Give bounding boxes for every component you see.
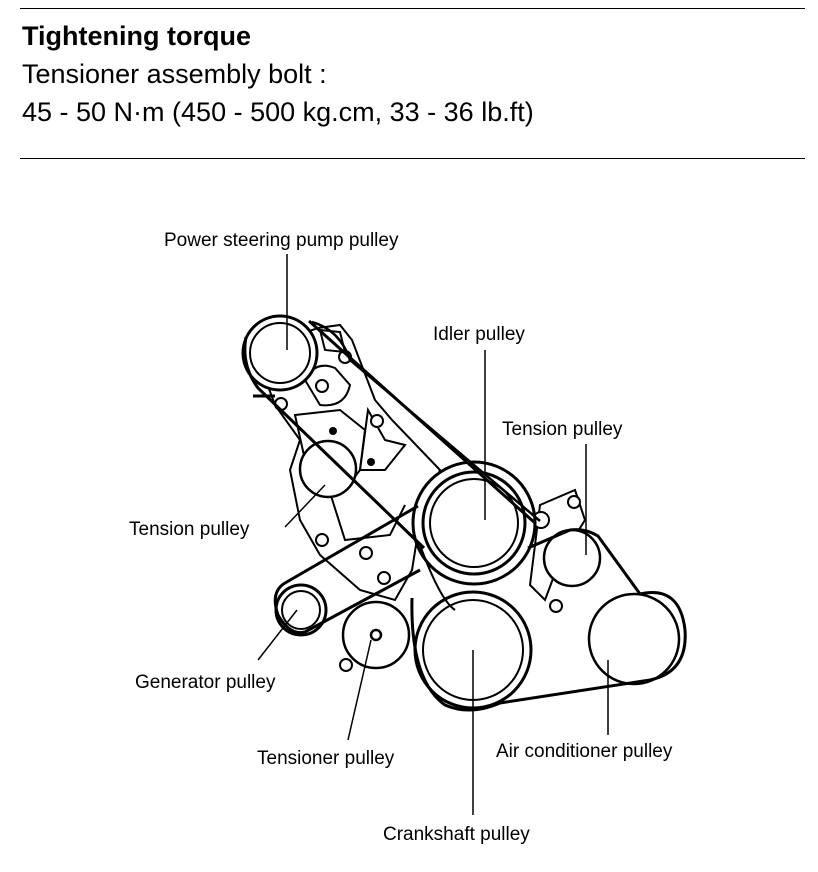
idler-pulley-label: Idler pulley: [433, 324, 525, 345]
serpentine-belt: [273, 504, 687, 712]
bolt: [339, 658, 353, 672]
bolt: [377, 571, 391, 585]
power-steering-pump-pulley-label: Power steering pump pulley: [164, 230, 399, 251]
crankshaft-pulley-label: Crankshaft pulley: [383, 824, 530, 845]
belts: [243, 319, 687, 712]
tension-pulley-left: [298, 439, 358, 499]
spec-torque-value: 45 - 50 N·m (450 - 500 kg.cm, 33 - 36 lb…: [22, 97, 534, 127]
spec-bolt-label: Tensioner assembly bolt :: [22, 59, 327, 89]
tension-pulley-right-label: Tension pulley: [502, 419, 623, 440]
bottom-rule: [20, 158, 805, 159]
tension-pulley-left-label: Tension pulley: [129, 519, 250, 540]
bolt: [359, 546, 373, 560]
bolt: [549, 599, 563, 613]
spec-title: Tightening torque: [22, 21, 251, 51]
pulleys: [241, 314, 681, 710]
bolt: [370, 414, 384, 428]
air-conditioner-pulley-label: Air conditioner pulley: [496, 741, 673, 762]
tensioner-pulley-label: Tensioner pulley: [257, 748, 395, 769]
bolt: [315, 379, 329, 393]
bolt: [315, 533, 329, 547]
air-conditioner-pulley: [587, 592, 681, 686]
leader-lines: [257, 254, 609, 815]
top-rule: [20, 8, 805, 9]
black-dots: [329, 427, 375, 466]
bolt: [567, 495, 581, 509]
torque-spec-box: Tightening torque Tensioner assembly bol…: [20, 8, 805, 159]
generator-pulley-label: Generator pulley: [135, 672, 276, 693]
